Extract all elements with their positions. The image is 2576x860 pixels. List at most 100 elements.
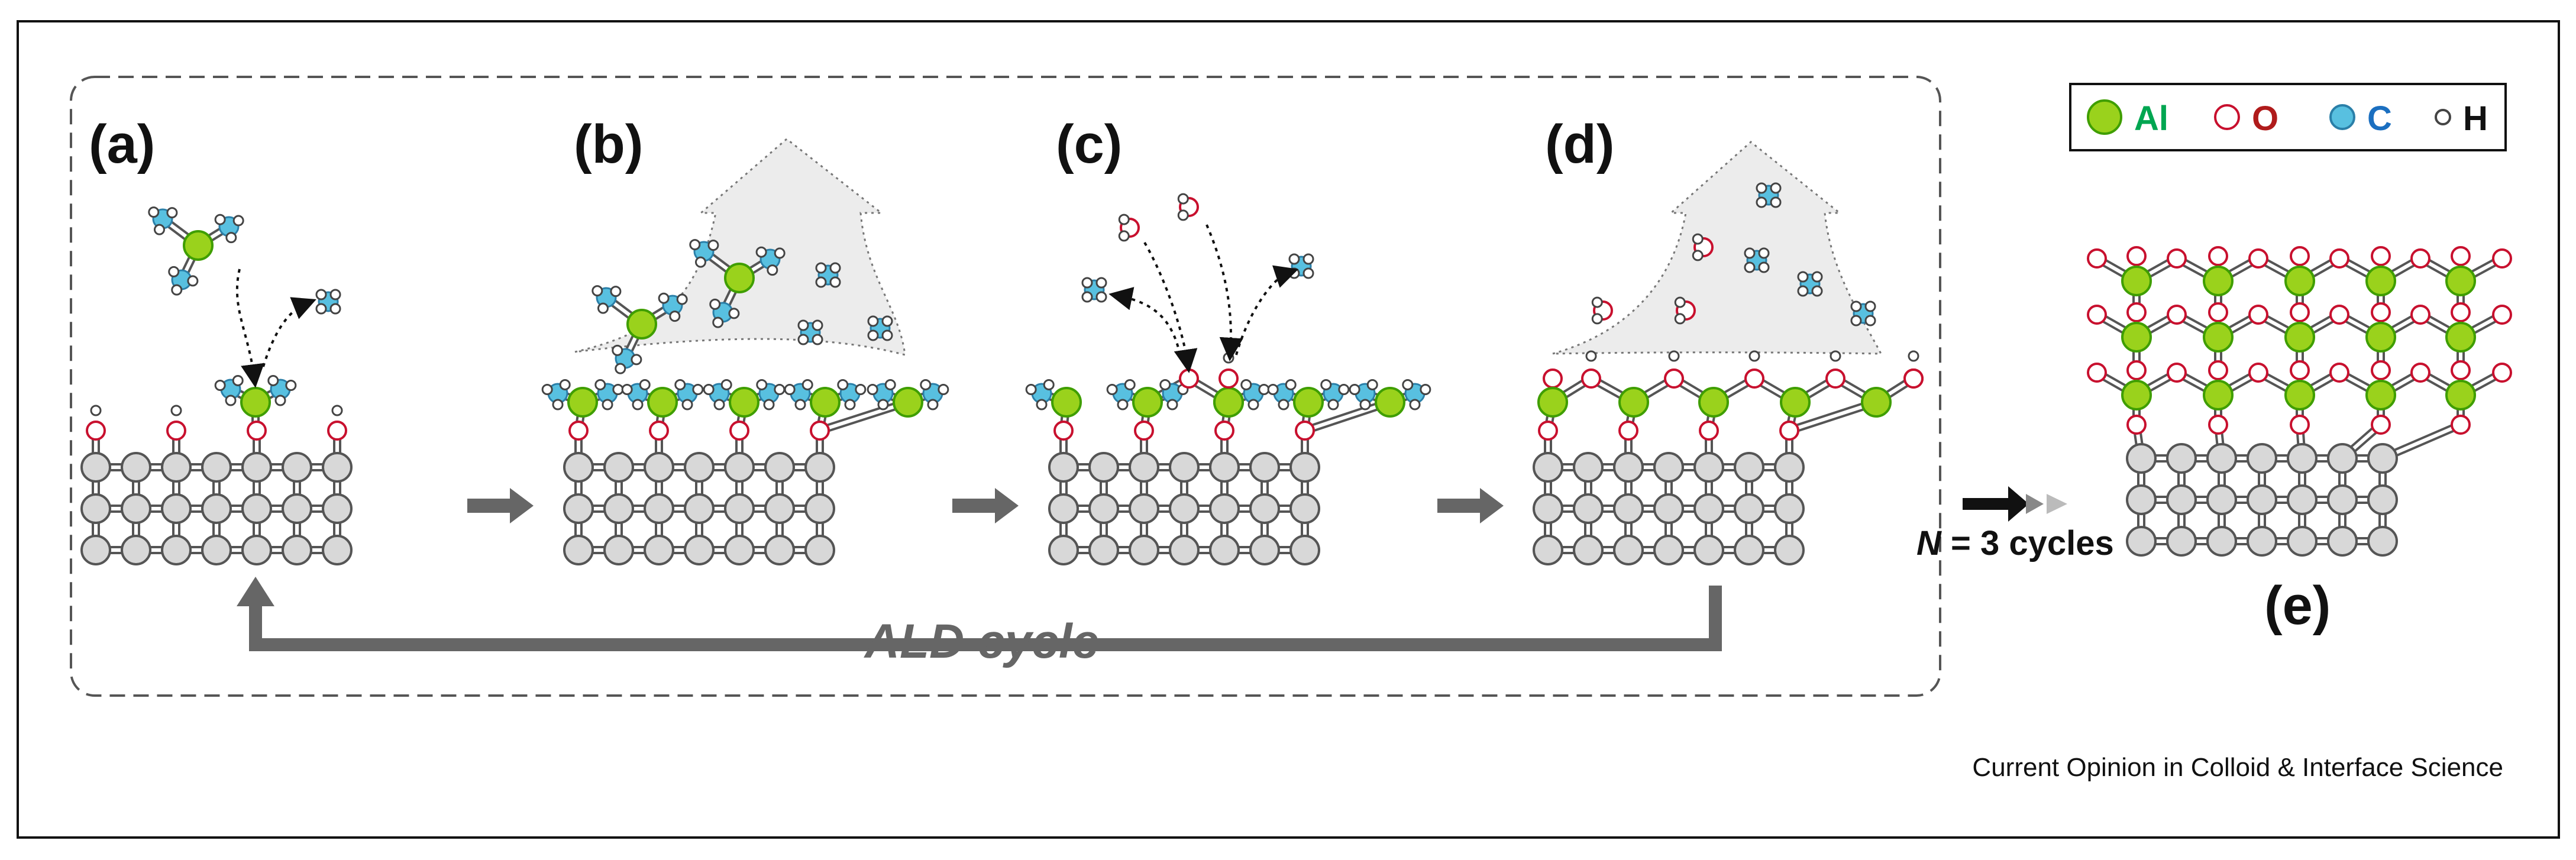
substrate-atom xyxy=(1774,452,1805,483)
hydrogen-atom xyxy=(1409,399,1421,410)
substrate-atom xyxy=(2166,484,2197,515)
oxygen-atom xyxy=(2290,302,2310,322)
substrate-atom xyxy=(2247,526,2277,557)
hydrogen-atom xyxy=(1095,277,1107,289)
hydrogen-atom xyxy=(1240,379,1252,390)
hydrogen-atom xyxy=(774,384,786,396)
hydrogen-atom xyxy=(1830,350,1841,362)
hydrogen-atom xyxy=(1258,384,1270,396)
oxygen-atom xyxy=(2126,302,2147,322)
substrate-atom xyxy=(2126,484,2157,515)
aluminum-atom xyxy=(2445,380,2476,410)
cycle-arrow-line xyxy=(249,586,1722,651)
hydrogen-atom xyxy=(1864,300,1876,312)
oxygen-atom xyxy=(2329,248,2349,269)
oxygen-atom xyxy=(2451,360,2471,380)
substrate-atom xyxy=(1693,535,1724,565)
aluminum-atom xyxy=(2365,266,2396,296)
substrate-atom xyxy=(1734,535,1764,565)
hydrogen-atom xyxy=(801,379,813,390)
substrate-atom xyxy=(241,452,272,483)
substrate-atom xyxy=(1573,535,1604,565)
substrate-atom xyxy=(322,493,353,524)
aluminum-atom xyxy=(2121,266,2152,296)
aluminum-atom xyxy=(1861,387,1892,418)
hydrogen-atom xyxy=(1748,350,1760,362)
substrate-atom xyxy=(2287,484,2318,515)
hydrogen-atom xyxy=(1864,315,1876,326)
cycle-arrow-head xyxy=(237,577,274,606)
substrate-atom xyxy=(161,493,192,524)
substrate-atom xyxy=(1169,535,1200,565)
hydrogen-atom xyxy=(541,384,553,396)
hydrogen-atom xyxy=(1359,399,1371,410)
substrate-atom xyxy=(1048,535,1079,565)
hydrogen-atom xyxy=(1402,379,1414,390)
hydrogen-atom xyxy=(168,266,180,277)
oxygen-atom xyxy=(2126,360,2147,380)
substrate-atom xyxy=(1209,535,1240,565)
bond-inner xyxy=(819,400,909,432)
oxygen-atom xyxy=(1218,368,1239,389)
substrate-atom xyxy=(2367,484,2398,515)
hydrogen-atom xyxy=(829,276,841,288)
substrate-atom xyxy=(201,535,232,565)
substrate-atom xyxy=(1613,535,1644,565)
substrate-atom xyxy=(764,535,795,565)
substrate-atom xyxy=(2126,443,2157,474)
aluminum-atom xyxy=(729,387,759,418)
hydrogen-atom xyxy=(225,232,237,244)
hydrogen-atom xyxy=(1288,267,1300,279)
aluminum-atom xyxy=(240,387,271,418)
oxygen-atom xyxy=(327,421,347,441)
aluminum-atom xyxy=(1213,387,1244,418)
substrate-atom xyxy=(684,452,715,483)
substrate-atom xyxy=(1129,493,1159,524)
hydrogen-atom xyxy=(881,315,893,327)
hydrogen-atom xyxy=(610,286,622,298)
hydrogen-atom xyxy=(1744,261,1756,273)
hydrogen-atom xyxy=(1327,399,1339,410)
aluminum-atom xyxy=(810,387,841,418)
substrate-atom xyxy=(1249,452,1280,483)
hydrogen-atom xyxy=(1756,196,1767,208)
substrate-atom xyxy=(1289,535,1320,565)
substrate-atom xyxy=(2206,484,2237,515)
substrate-atom xyxy=(1289,493,1320,524)
oxygen-atom xyxy=(2126,415,2147,435)
oxygen-atom xyxy=(1538,421,1558,441)
aluminum-atom xyxy=(2445,322,2476,353)
hydrogen-atom xyxy=(709,298,721,310)
oxygen-atom xyxy=(2371,302,2391,322)
oxygen-atom xyxy=(2126,246,2147,266)
oxygen-atom xyxy=(1744,368,1764,389)
hydrogen-atom xyxy=(712,316,724,328)
oxygen-atom xyxy=(2451,302,2471,322)
hydrogen-atom xyxy=(1025,384,1037,396)
hydrogen-atom xyxy=(171,284,183,296)
aluminum-atom xyxy=(2284,322,2315,353)
oxygen-atom xyxy=(166,421,186,441)
hydrogen-atom xyxy=(1811,285,1823,297)
plume-layer xyxy=(574,138,1883,357)
substrate-atom xyxy=(322,452,353,483)
substrate-atom xyxy=(282,535,312,565)
legend-label-o: O xyxy=(2252,99,2278,138)
hydrogen-atom xyxy=(592,285,603,297)
aluminum-atom xyxy=(2203,322,2234,353)
aluminum-atom xyxy=(2203,380,2234,410)
aluminum-atom xyxy=(724,263,755,293)
aluminum-atom xyxy=(1537,387,1568,418)
hydrogen-atom xyxy=(1591,296,1603,308)
oxygen-atom xyxy=(2208,246,2228,266)
substrate-atom xyxy=(1613,452,1644,483)
oxygen-atom xyxy=(649,421,669,441)
hydrogen-atom xyxy=(1770,182,1782,194)
hydrogen-atom xyxy=(315,303,327,315)
aluminum-atom xyxy=(183,230,214,261)
hydrogen-atom xyxy=(756,379,768,390)
aluminum-atom xyxy=(1698,387,1729,418)
substrate-atom xyxy=(2327,484,2358,515)
